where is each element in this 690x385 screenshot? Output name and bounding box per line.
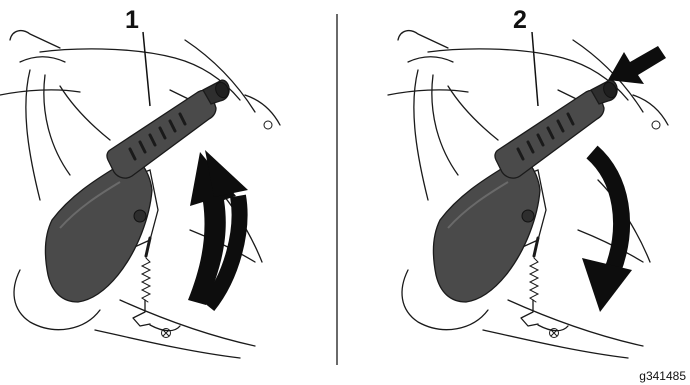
callout-leader-2 xyxy=(531,31,539,107)
figure-id: g341485 xyxy=(639,369,686,383)
callout-leader-1 xyxy=(142,31,151,107)
callout-2: 2 xyxy=(513,6,527,34)
callout-1: 1 xyxy=(125,6,139,34)
push-arrow xyxy=(608,46,666,84)
brake-lever-assembly xyxy=(0,29,282,360)
panel-2: 2 xyxy=(386,6,670,360)
panel-1: 1 xyxy=(0,6,282,360)
rotation-arrow-down xyxy=(582,145,632,312)
